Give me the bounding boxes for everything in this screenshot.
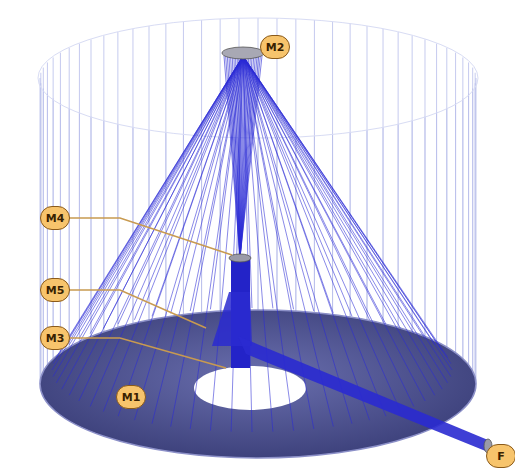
leader-line xyxy=(64,290,206,328)
ray xyxy=(243,56,386,324)
callout-label: M5 xyxy=(40,278,70,302)
ray xyxy=(171,56,243,427)
callout-label: F xyxy=(486,444,515,468)
ray xyxy=(243,56,452,370)
ray xyxy=(227,56,240,258)
ray xyxy=(412,36,413,332)
ray xyxy=(152,56,243,316)
ray xyxy=(103,56,243,329)
ray xyxy=(69,48,70,347)
leader-line xyxy=(64,338,226,368)
ray xyxy=(462,57,463,358)
ray xyxy=(231,56,240,258)
ray xyxy=(52,56,243,370)
ray xyxy=(234,56,240,258)
ray xyxy=(132,29,133,324)
ray xyxy=(455,53,456,353)
ray xyxy=(243,56,425,339)
ray xyxy=(90,56,243,334)
primary-mirror xyxy=(40,310,476,458)
ray xyxy=(446,48,447,347)
callout-label: M2 xyxy=(260,35,290,59)
ray xyxy=(62,56,243,351)
ray xyxy=(149,26,150,320)
ray xyxy=(79,56,243,339)
ray xyxy=(236,56,240,258)
ray xyxy=(243,56,414,334)
ray xyxy=(134,56,243,420)
ray xyxy=(79,44,80,342)
ray xyxy=(152,56,243,424)
mirror-m4 xyxy=(229,254,251,262)
ray xyxy=(472,68,473,372)
ray xyxy=(243,56,442,389)
mirror-m2 xyxy=(222,47,264,59)
ray xyxy=(243,56,352,316)
reflected-rays xyxy=(52,56,452,432)
ray xyxy=(53,56,243,364)
ray xyxy=(468,62,469,364)
callout-label: M1 xyxy=(116,385,146,409)
ray xyxy=(91,39,92,336)
ray xyxy=(53,56,243,376)
ray xyxy=(103,56,243,411)
ray xyxy=(224,56,240,258)
ray xyxy=(56,56,243,357)
ray xyxy=(90,56,243,406)
callout-label: M4 xyxy=(40,206,70,230)
ray xyxy=(436,44,437,342)
ray xyxy=(243,56,370,320)
ray xyxy=(350,24,351,317)
ray xyxy=(226,56,240,258)
ray xyxy=(475,73,476,378)
ray xyxy=(240,56,262,258)
ray xyxy=(243,56,451,376)
ray xyxy=(118,56,243,324)
ray xyxy=(60,53,61,353)
incoming-rays xyxy=(40,18,476,458)
ray xyxy=(165,24,166,317)
converging-rays xyxy=(224,56,262,258)
leader-line xyxy=(64,218,232,255)
central-hole xyxy=(194,366,306,410)
ray xyxy=(56,56,243,383)
ray xyxy=(237,56,240,258)
tertiary-mirror-beam xyxy=(212,292,252,346)
ray xyxy=(243,56,435,395)
output-beam xyxy=(238,336,488,452)
ray xyxy=(134,56,243,320)
ray xyxy=(243,56,425,401)
ray xyxy=(424,39,425,336)
callout-label: M3 xyxy=(40,326,70,350)
ray xyxy=(229,56,240,258)
ray xyxy=(276,18,277,310)
ray xyxy=(243,56,451,364)
ray xyxy=(243,56,401,329)
ray xyxy=(69,56,243,345)
ray xyxy=(232,56,240,258)
